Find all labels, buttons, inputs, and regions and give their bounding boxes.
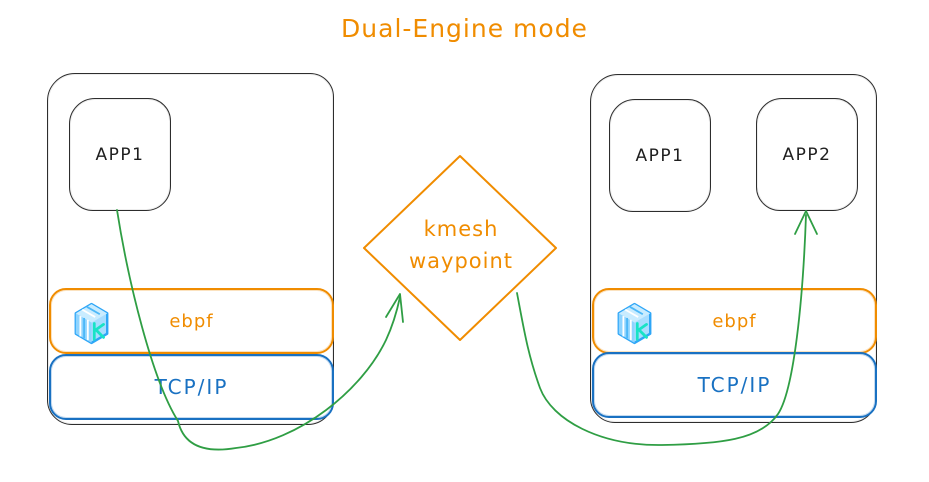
kmesh-logo-icon	[617, 302, 652, 345]
node-left: APP1 ebpf TCP/IP	[47, 73, 334, 425]
ebpf-layer-left: ebpf	[49, 288, 334, 354]
tcpip-layer-right: TCP/IP	[592, 352, 877, 418]
app-label: APP1	[635, 145, 685, 166]
ebpf-label: ebpf	[169, 310, 214, 332]
waypoint-label: kmesh waypoint	[380, 214, 542, 277]
tcpip-label: TCP/IP	[154, 375, 229, 399]
ebpf-label: ebpf	[712, 310, 757, 332]
tcpip-label: TCP/IP	[697, 373, 772, 397]
app-label: APP2	[782, 144, 832, 165]
waypoint-label-line2: waypoint	[408, 248, 514, 273]
kmesh-logo-icon	[74, 302, 109, 345]
app-box-right-app1: APP1	[609, 99, 711, 212]
ebpf-layer-right: ebpf	[592, 288, 877, 354]
node-right: APP1 APP2 ebpf TCP/IP	[590, 74, 877, 423]
app-box-right-app2: APP2	[756, 98, 858, 211]
diagram-title: Dual-Engine mode	[341, 14, 588, 43]
waypoint-label-line1: kmesh	[423, 217, 499, 241]
arrowhead-left	[385, 293, 404, 323]
app-label: APP1	[95, 144, 145, 165]
app-box-left-app1: APP1	[69, 98, 171, 211]
tcpip-layer-left: TCP/IP	[49, 354, 334, 420]
